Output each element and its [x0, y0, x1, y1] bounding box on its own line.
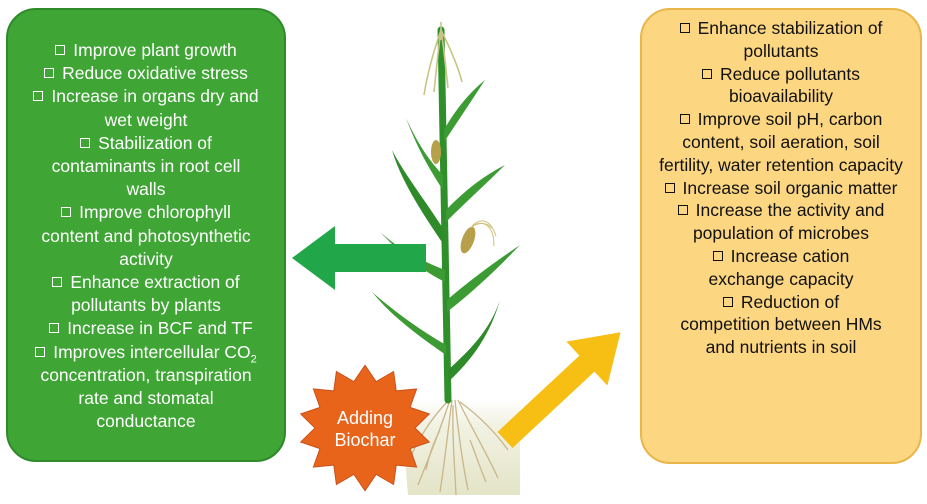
- soil-effect-item: Increase cation exchange capacity: [708, 245, 854, 289]
- biochar-badge-label: Adding Biochar: [334, 408, 396, 450]
- checkbox-bullet-icon: [49, 323, 60, 334]
- plant-effect-item: Increase in BCF and TF: [16, 317, 286, 340]
- roots-illustration: [409, 399, 509, 496]
- checkbox-bullet-icon: [679, 114, 690, 125]
- checkbox-bullet-icon: [701, 68, 712, 79]
- plant-effect-item: Stabilization of contaminants in root ce…: [51, 132, 241, 200]
- plant-effect-item: Enhance extraction of pollutants by plan…: [27, 271, 265, 317]
- checkbox-bullet-icon: [44, 68, 55, 79]
- checkbox-bullet-icon: [55, 45, 66, 55]
- up-right-arrow-icon: [497, 332, 621, 449]
- plant-effect-item: Improve chlorophyll content and photosyn…: [41, 202, 251, 269]
- soil-effects-panel: Enhance stabilization of pollutants Redu…: [640, 8, 922, 464]
- checkbox-bullet-icon: [80, 137, 91, 148]
- plant-effect-item: Improve plant growth: [41, 39, 251, 62]
- checkbox-bullet-icon: [33, 91, 44, 102]
- soil-effect-item: Improve soil pH, carbon content, soil ae…: [659, 109, 903, 175]
- checkbox-bullet-icon: [52, 277, 63, 288]
- soil-effect-item: Reduction of competition between HMs and…: [680, 291, 882, 358]
- soil-effect-item: Reduce pollutants bioavailability: [681, 63, 881, 109]
- soil-effect-item: Increase soil organic matter: [661, 177, 901, 200]
- checkbox-bullet-icon: [677, 205, 688, 216]
- soil-effect-item: Increase the activity and population of …: [668, 199, 894, 245]
- plant-effect-item: Reduce oxidative stress: [26, 62, 266, 85]
- checkbox-bullet-icon: [35, 346, 46, 357]
- plant-effect-item: Increase in organs dry and wet weight: [33, 85, 259, 131]
- checkbox-bullet-icon: [679, 23, 690, 33]
- biochar-starburst-badge: [299, 364, 431, 492]
- plant-effect-item: Improves intercellular CO2 concentration…: [30, 341, 262, 434]
- checkbox-bullet-icon: [712, 250, 723, 261]
- maize-plant-illustration: [372, 22, 520, 404]
- soil-effect-item: Enhance stabilization of pollutants: [661, 17, 901, 63]
- checkbox-bullet-icon: [664, 182, 675, 193]
- plant-effects-panel: Improve plant growth Reduce oxidative st…: [6, 8, 286, 462]
- checkbox-bullet-icon: [61, 207, 72, 218]
- checkbox-bullet-icon: [722, 296, 733, 307]
- left-arrow-icon: [292, 226, 426, 290]
